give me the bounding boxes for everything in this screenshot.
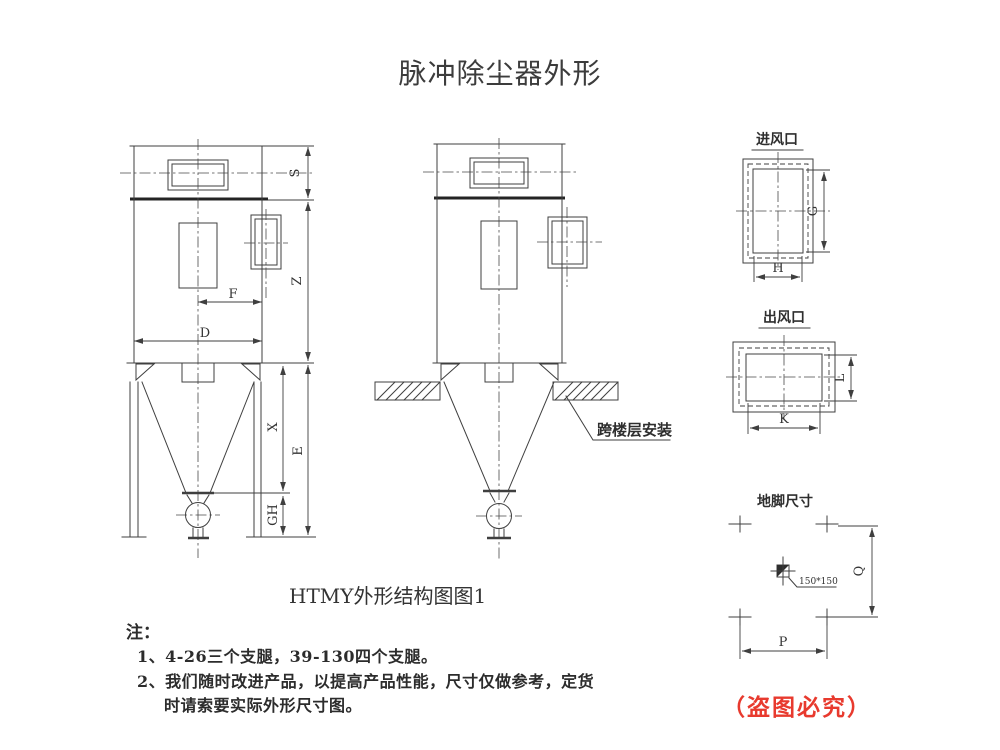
- anchor-cross: [728, 515, 752, 533]
- dim-label-Q: Q: [852, 566, 867, 577]
- hatching: [376, 381, 441, 401]
- note-line-3: 时请索要实际外形尺寸图。: [164, 696, 363, 715]
- anchor-cross: [815, 608, 839, 626]
- anchor-cross: [815, 515, 839, 533]
- anchor-cross: [728, 608, 752, 626]
- anti-piracy-stamp: （盗图必究）: [722, 694, 872, 721]
- dim-label-G: G: [806, 206, 821, 216]
- anchor-title: 地脚尺寸: [757, 493, 813, 510]
- dim-label-X: X: [266, 422, 281, 432]
- discharge-throat: [484, 362, 514, 383]
- access-door: [480, 220, 518, 290]
- side-view-drawing: 跨楼层安装: [374, 138, 673, 560]
- leader-line: [788, 577, 837, 588]
- dim-label-E: E: [291, 446, 306, 456]
- hopper-cone: [141, 381, 187, 494]
- floor-slab-left: [374, 381, 441, 401]
- dim-label-K: K: [779, 412, 789, 427]
- figure-caption: HTMY外形结构图图1: [289, 584, 487, 608]
- side-box: [547, 216, 588, 269]
- inlet-opening: [167, 159, 229, 191]
- anchor-plan: 地脚尺寸 150*150 Q P: [728, 493, 878, 659]
- hopper-cone: [443, 381, 491, 492]
- outlet-diagram: 出风口 L K: [726, 309, 857, 434]
- dim-label-S: S: [288, 169, 303, 178]
- gusset-left: [440, 363, 461, 382]
- dim-label-L: L: [833, 373, 848, 382]
- hatching: [554, 381, 619, 401]
- gusset-right: [538, 363, 559, 382]
- pad-size-label: 150*150: [799, 577, 838, 587]
- outlet-bolt-line: [738, 347, 830, 407]
- access-door: [178, 222, 218, 289]
- dim-label-F: F: [228, 287, 237, 302]
- note-line-1: 1、4-26三个支腿，39-130四个支腿。: [137, 647, 438, 666]
- dim-label-H: H: [772, 261, 783, 276]
- notes-heading: 注：: [126, 623, 160, 643]
- inlet-opening: [469, 157, 529, 189]
- gusset-left: [135, 363, 156, 382]
- leader-line: [565, 395, 671, 441]
- inlet-diagram: 进风口 G H: [736, 132, 830, 282]
- front-view-drawing: F D: [120, 139, 316, 558]
- gusset-right: [240, 363, 261, 382]
- floor-slab-right: [552, 381, 619, 401]
- dim-label-D: D: [200, 326, 210, 341]
- discharge-throat: [181, 362, 215, 383]
- note-line-2: 2、我们随时改进产品，以提高产品性能，尺寸仅做参考，定货: [137, 672, 595, 691]
- page-title: 脉冲除尘器外形: [398, 57, 602, 90]
- outlet-title: 出风口: [763, 309, 805, 326]
- dim-label-Z: Z: [290, 276, 305, 285]
- floor-install-label: 跨楼层安装: [597, 421, 673, 439]
- inlet-title: 进风口: [756, 132, 798, 148]
- dim-label-P: P: [779, 635, 788, 650]
- dim-label-GH: GH: [266, 504, 281, 526]
